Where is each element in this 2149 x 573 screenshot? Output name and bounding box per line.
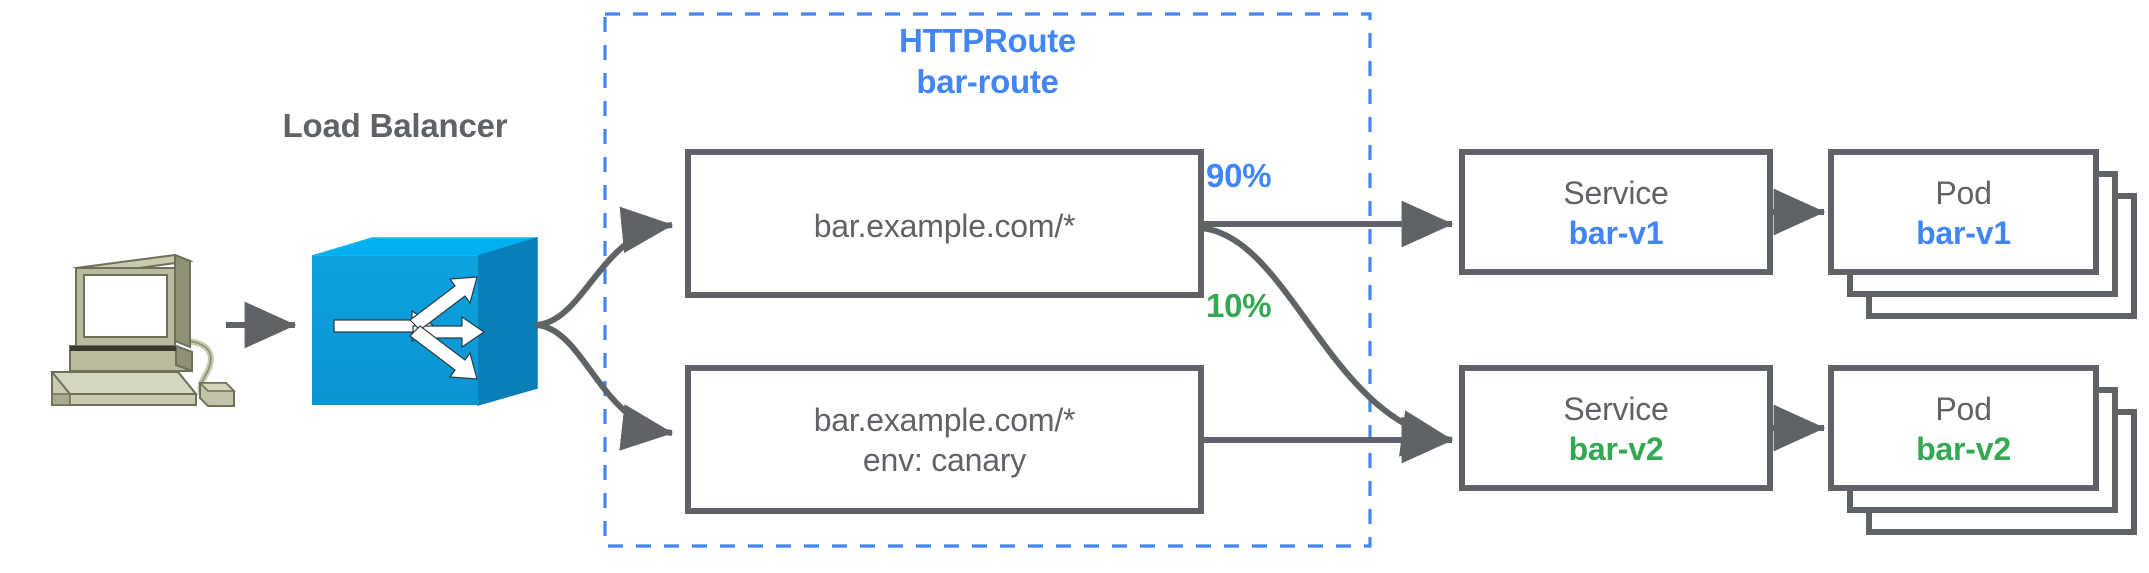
service-box-bar-v1[interactable]	[1459, 149, 1773, 275]
service-box-bar-v2[interactable]	[1459, 365, 1773, 491]
rule-box-canary[interactable]	[685, 365, 1204, 514]
pod-stack-bar-v2[interactable]	[1828, 365, 2137, 535]
connector-rule-primary-to-service-v2	[1200, 225, 1454, 457]
load-balancer-icon	[311, 236, 538, 406]
desktop-computer-icon	[49, 253, 236, 407]
pod-stack-bar-v1[interactable]	[1828, 149, 2137, 319]
connector-lb-to-rule-primary	[535, 206, 674, 328]
rule-box-primary[interactable]	[685, 149, 1204, 298]
pod-card-bar-v2[interactable]	[1828, 365, 2099, 491]
connector-lb-to-rule-canary	[535, 322, 674, 451]
pod-card-bar-v1[interactable]	[1828, 149, 2099, 275]
httproute-group-border	[603, 12, 1372, 548]
